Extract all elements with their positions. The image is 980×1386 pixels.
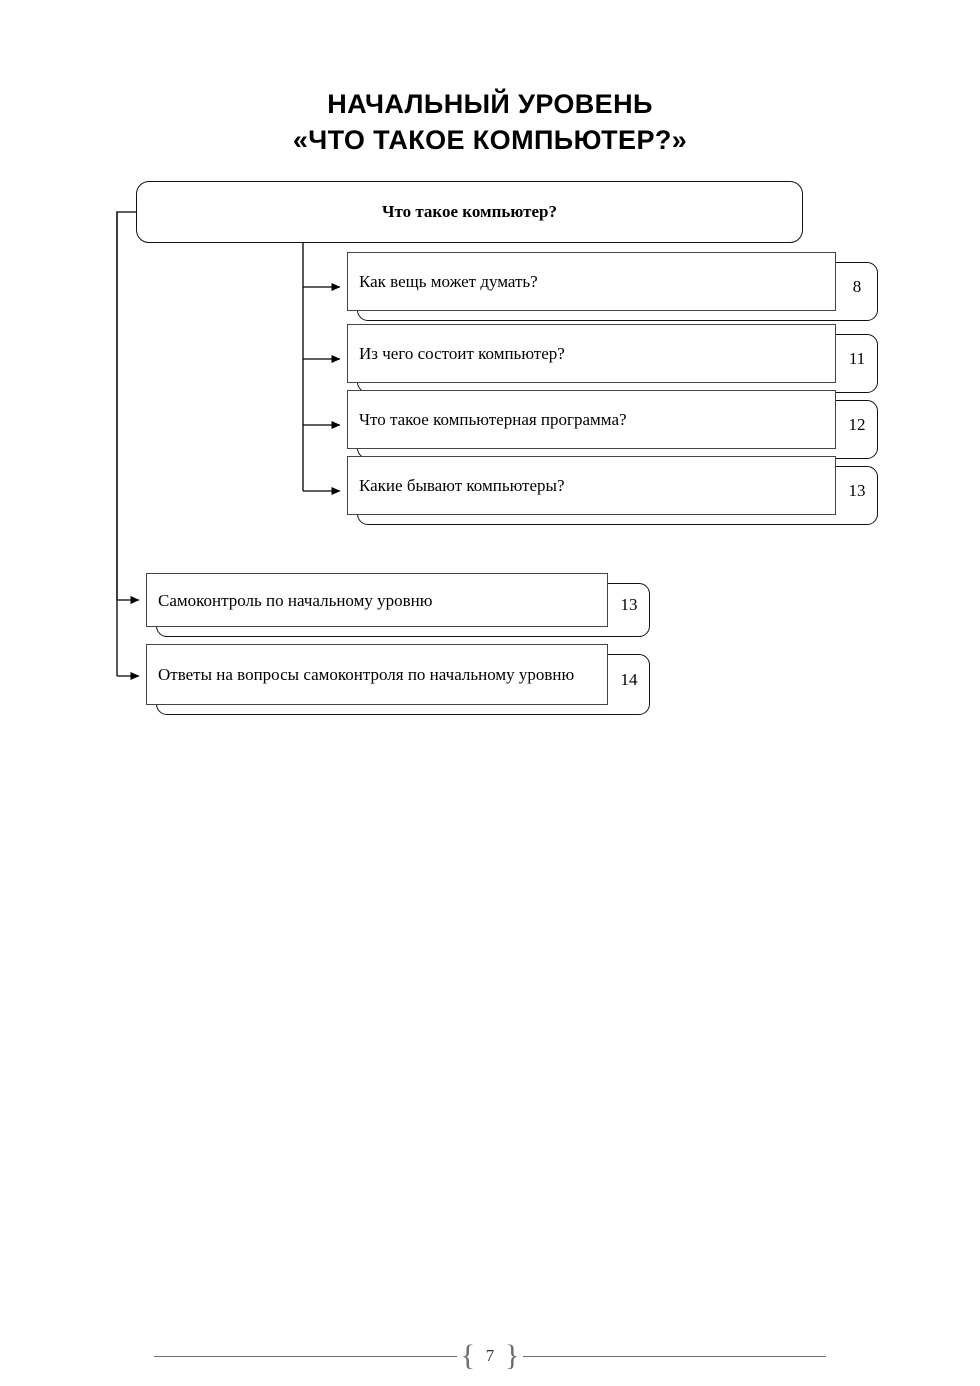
entry-label: Самоконтроль по начальному уровню (158, 590, 433, 610)
diagram-sub-entry[interactable]: 12 Что такое компьютерная программа? (347, 390, 878, 459)
left-brace-icon: { (460, 1339, 475, 1372)
diagram-root-node[interactable]: Что такое компьютер? (136, 181, 803, 243)
entry-label: Как вещь может думать? (359, 272, 538, 291)
footer-rule-left (153, 1355, 457, 1357)
page-title-line-1: НАЧАЛЬНЫЙ УРОВЕНЬ (327, 89, 653, 119)
right-brace-icon: } (505, 1339, 520, 1372)
entry-textbox[interactable]: Самоконтроль по начальному уровню (146, 573, 608, 627)
entry-page-number: 13 (620, 595, 638, 614)
entry-page-number: 14 (620, 669, 638, 689)
diagram-bottom-entry[interactable]: 14 Ответы на вопросы самоконтроля по нач… (146, 644, 650, 715)
entry-textbox[interactable]: Как вещь может думать? (347, 252, 836, 311)
entry-textbox[interactable]: Ответы на вопросы самоконтроля по началь… (146, 644, 608, 705)
page-title-line-2: «ЧТО ТАКОЕ КОМПЬЮТЕР?» (292, 125, 688, 155)
contents-diagram: Что такое компьютер? 8 Как вещь может ду… (116, 181, 878, 715)
footer-rule-right (523, 1355, 827, 1357)
entry-label: Из чего состоит компьютер? (359, 344, 565, 363)
entry-textbox[interactable]: Из чего состоит компьютер? (347, 324, 836, 383)
diagram-sub-entry[interactable]: 13 Какие бывают компьютеры? (347, 456, 878, 525)
entry-label: Что такое компьютерная программа? (359, 410, 627, 429)
entry-page-number: 8 (852, 276, 862, 296)
diagram-root-label: Что такое компьютер? (381, 202, 557, 221)
entry-page-number: 12 (848, 414, 866, 434)
page-footer: { 7 } (0, 1336, 980, 1376)
entry-textbox[interactable]: Какие бывают компьютеры? (347, 456, 836, 515)
diagram-sub-entry[interactable]: 8 Как вещь может думать? (347, 252, 878, 321)
footer-page-number: 7 (485, 1346, 495, 1365)
footer-folio: { 7 } (457, 1341, 524, 1371)
diagram-sub-entry[interactable]: 11 Из чего состоит компьютер? (347, 324, 878, 393)
entry-page-number: 13 (848, 480, 866, 500)
diagram-bottom-entry[interactable]: 13 Самоконтроль по начальному уровню (146, 573, 650, 637)
page-title: НАЧАЛЬНЫЙ УРОВЕНЬ «ЧТО ТАКОЕ КОМПЬЮТЕР?» (0, 86, 980, 158)
entry-page-number: 11 (848, 348, 866, 368)
entry-textbox[interactable]: Что такое компьютерная программа? (347, 390, 836, 449)
entry-label: Какие бывают компьютеры? (359, 476, 565, 495)
entry-label: Ответы на вопросы самоконтроля по началь… (158, 665, 575, 684)
